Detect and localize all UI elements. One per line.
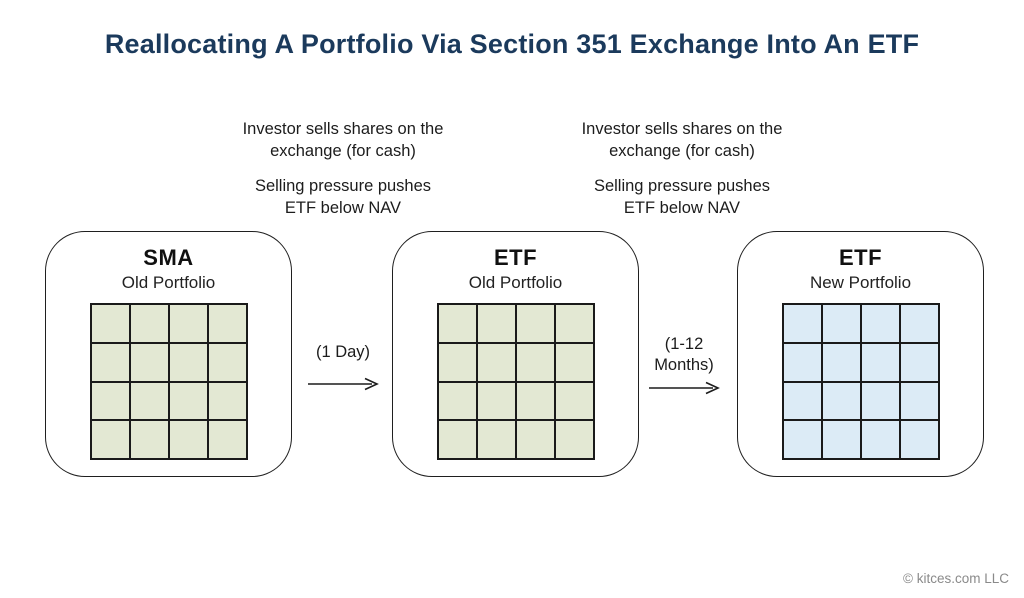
portfolio-grid-cell bbox=[476, 342, 516, 382]
portfolio-grid-cell bbox=[821, 381, 861, 421]
portfolio-grid-cell bbox=[437, 342, 477, 382]
portfolio-grid-cell bbox=[554, 304, 594, 343]
portfolio-grid-cell bbox=[782, 304, 822, 343]
box-title: ETF bbox=[838, 245, 883, 270]
portfolio-box-etf-new: ETF New Portfolio bbox=[737, 231, 984, 477]
portfolio-grid-cell bbox=[899, 342, 939, 382]
portfolio-grid-cell bbox=[821, 342, 861, 382]
box-title: ETF bbox=[493, 245, 538, 270]
portfolio-grid-cell bbox=[168, 381, 208, 421]
annotation-line: exchange (for cash) bbox=[609, 142, 755, 160]
portfolio-grid-cell bbox=[437, 420, 477, 459]
portfolio-grid-cell bbox=[168, 420, 208, 459]
portfolio-grid bbox=[89, 303, 248, 460]
portfolio-grid-cell bbox=[129, 304, 169, 343]
portfolio-grid-cell bbox=[515, 381, 555, 421]
portfolio-grid-cell bbox=[782, 420, 822, 459]
portfolio-grid-cell bbox=[207, 342, 247, 382]
portfolio-grid-cell bbox=[437, 304, 477, 343]
portfolio-grid-cell bbox=[821, 420, 861, 459]
portfolio-grid-cell bbox=[782, 342, 822, 382]
portfolio-grid-cell bbox=[821, 304, 861, 343]
portfolio-grid-cell bbox=[129, 381, 169, 421]
annotation-line: Selling pressure pushes bbox=[254, 177, 432, 195]
portfolio-grid-cell bbox=[129, 342, 169, 382]
annotation-paragraph: Investor sells shares on the exchange (f… bbox=[522, 118, 842, 162]
portfolio-grid-cell bbox=[476, 420, 516, 459]
portfolio-grid-cell bbox=[207, 420, 247, 459]
annotation-paragraph: Investor sells shares on the exchange (f… bbox=[183, 118, 503, 162]
arrow-label: (1-12 Months) bbox=[654, 335, 714, 374]
annotation-paragraph: Selling pressure pushes ETF below NAV bbox=[522, 175, 842, 219]
copyright-notice: © kitces.com LLC bbox=[903, 571, 1009, 586]
box-subtitle: New Portfolio bbox=[809, 273, 912, 292]
portfolio-grid bbox=[781, 303, 940, 460]
annotation-line: ETF below NAV bbox=[284, 199, 402, 217]
arrow-label: (1 Day) bbox=[315, 343, 371, 361]
arrow-right-icon bbox=[649, 381, 720, 395]
portfolio-grid-cell bbox=[860, 381, 900, 421]
annotation-paragraph: Selling pressure pushes ETF below NAV bbox=[183, 175, 503, 219]
portfolio-grid-cell bbox=[437, 381, 477, 421]
page-title: Reallocating A Portfolio Via Section 351… bbox=[104, 29, 920, 59]
portfolio-grid-cell bbox=[90, 342, 130, 382]
portfolio-grid-cell bbox=[476, 381, 516, 421]
portfolio-grid-cell bbox=[90, 420, 130, 459]
portfolio-grid-cell bbox=[168, 342, 208, 382]
annotation-block-1: Investor sells shares on the exchange (f… bbox=[183, 118, 503, 219]
portfolio-grid-cell bbox=[476, 304, 516, 343]
annotation-line: Selling pressure pushes bbox=[593, 177, 771, 195]
portfolio-grid-cell bbox=[782, 381, 822, 421]
box-title: SMA bbox=[143, 245, 194, 270]
portfolio-grid-cell bbox=[899, 381, 939, 421]
portfolio-grid-cell bbox=[90, 381, 130, 421]
portfolio-grid-cell bbox=[860, 304, 900, 343]
box-subtitle: Old Portfolio bbox=[121, 273, 216, 292]
portfolio-grid-cell bbox=[168, 304, 208, 343]
portfolio-grid-cell bbox=[860, 420, 900, 459]
portfolio-grid-cell bbox=[129, 420, 169, 459]
annotation-block-2: Investor sells shares on the exchange (f… bbox=[522, 118, 842, 219]
annotation-line: Investor sells shares on the bbox=[581, 120, 783, 138]
transition-step-1: (1 Day) bbox=[306, 342, 380, 391]
portfolio-grid-cell bbox=[207, 381, 247, 421]
box-subtitle: Old Portfolio bbox=[468, 273, 563, 292]
annotation-line: exchange (for cash) bbox=[270, 142, 416, 160]
arrow-right-icon bbox=[308, 377, 379, 391]
portfolio-grid-cell bbox=[515, 420, 555, 459]
portfolio-grid-cell bbox=[899, 420, 939, 459]
annotation-line: Investor sells shares on the bbox=[242, 120, 444, 138]
portfolio-grid-cell bbox=[207, 304, 247, 343]
portfolio-grid bbox=[436, 303, 595, 460]
portfolio-grid-cell bbox=[899, 304, 939, 343]
annotation-line: ETF below NAV bbox=[623, 199, 741, 217]
portfolio-grid-cell bbox=[515, 304, 555, 343]
portfolio-grid-cell bbox=[554, 381, 594, 421]
portfolio-grid-cell bbox=[554, 342, 594, 382]
portfolio-grid-cell bbox=[90, 304, 130, 343]
portfolio-grid-cell bbox=[554, 420, 594, 459]
portfolio-grid-cell bbox=[515, 342, 555, 382]
portfolio-box-sma-old: SMA Old Portfolio bbox=[45, 231, 292, 477]
transition-step-2: (1-12 Months) bbox=[644, 334, 724, 395]
portfolio-box-etf-old: ETF Old Portfolio bbox=[392, 231, 639, 477]
portfolio-grid-cell bbox=[860, 342, 900, 382]
